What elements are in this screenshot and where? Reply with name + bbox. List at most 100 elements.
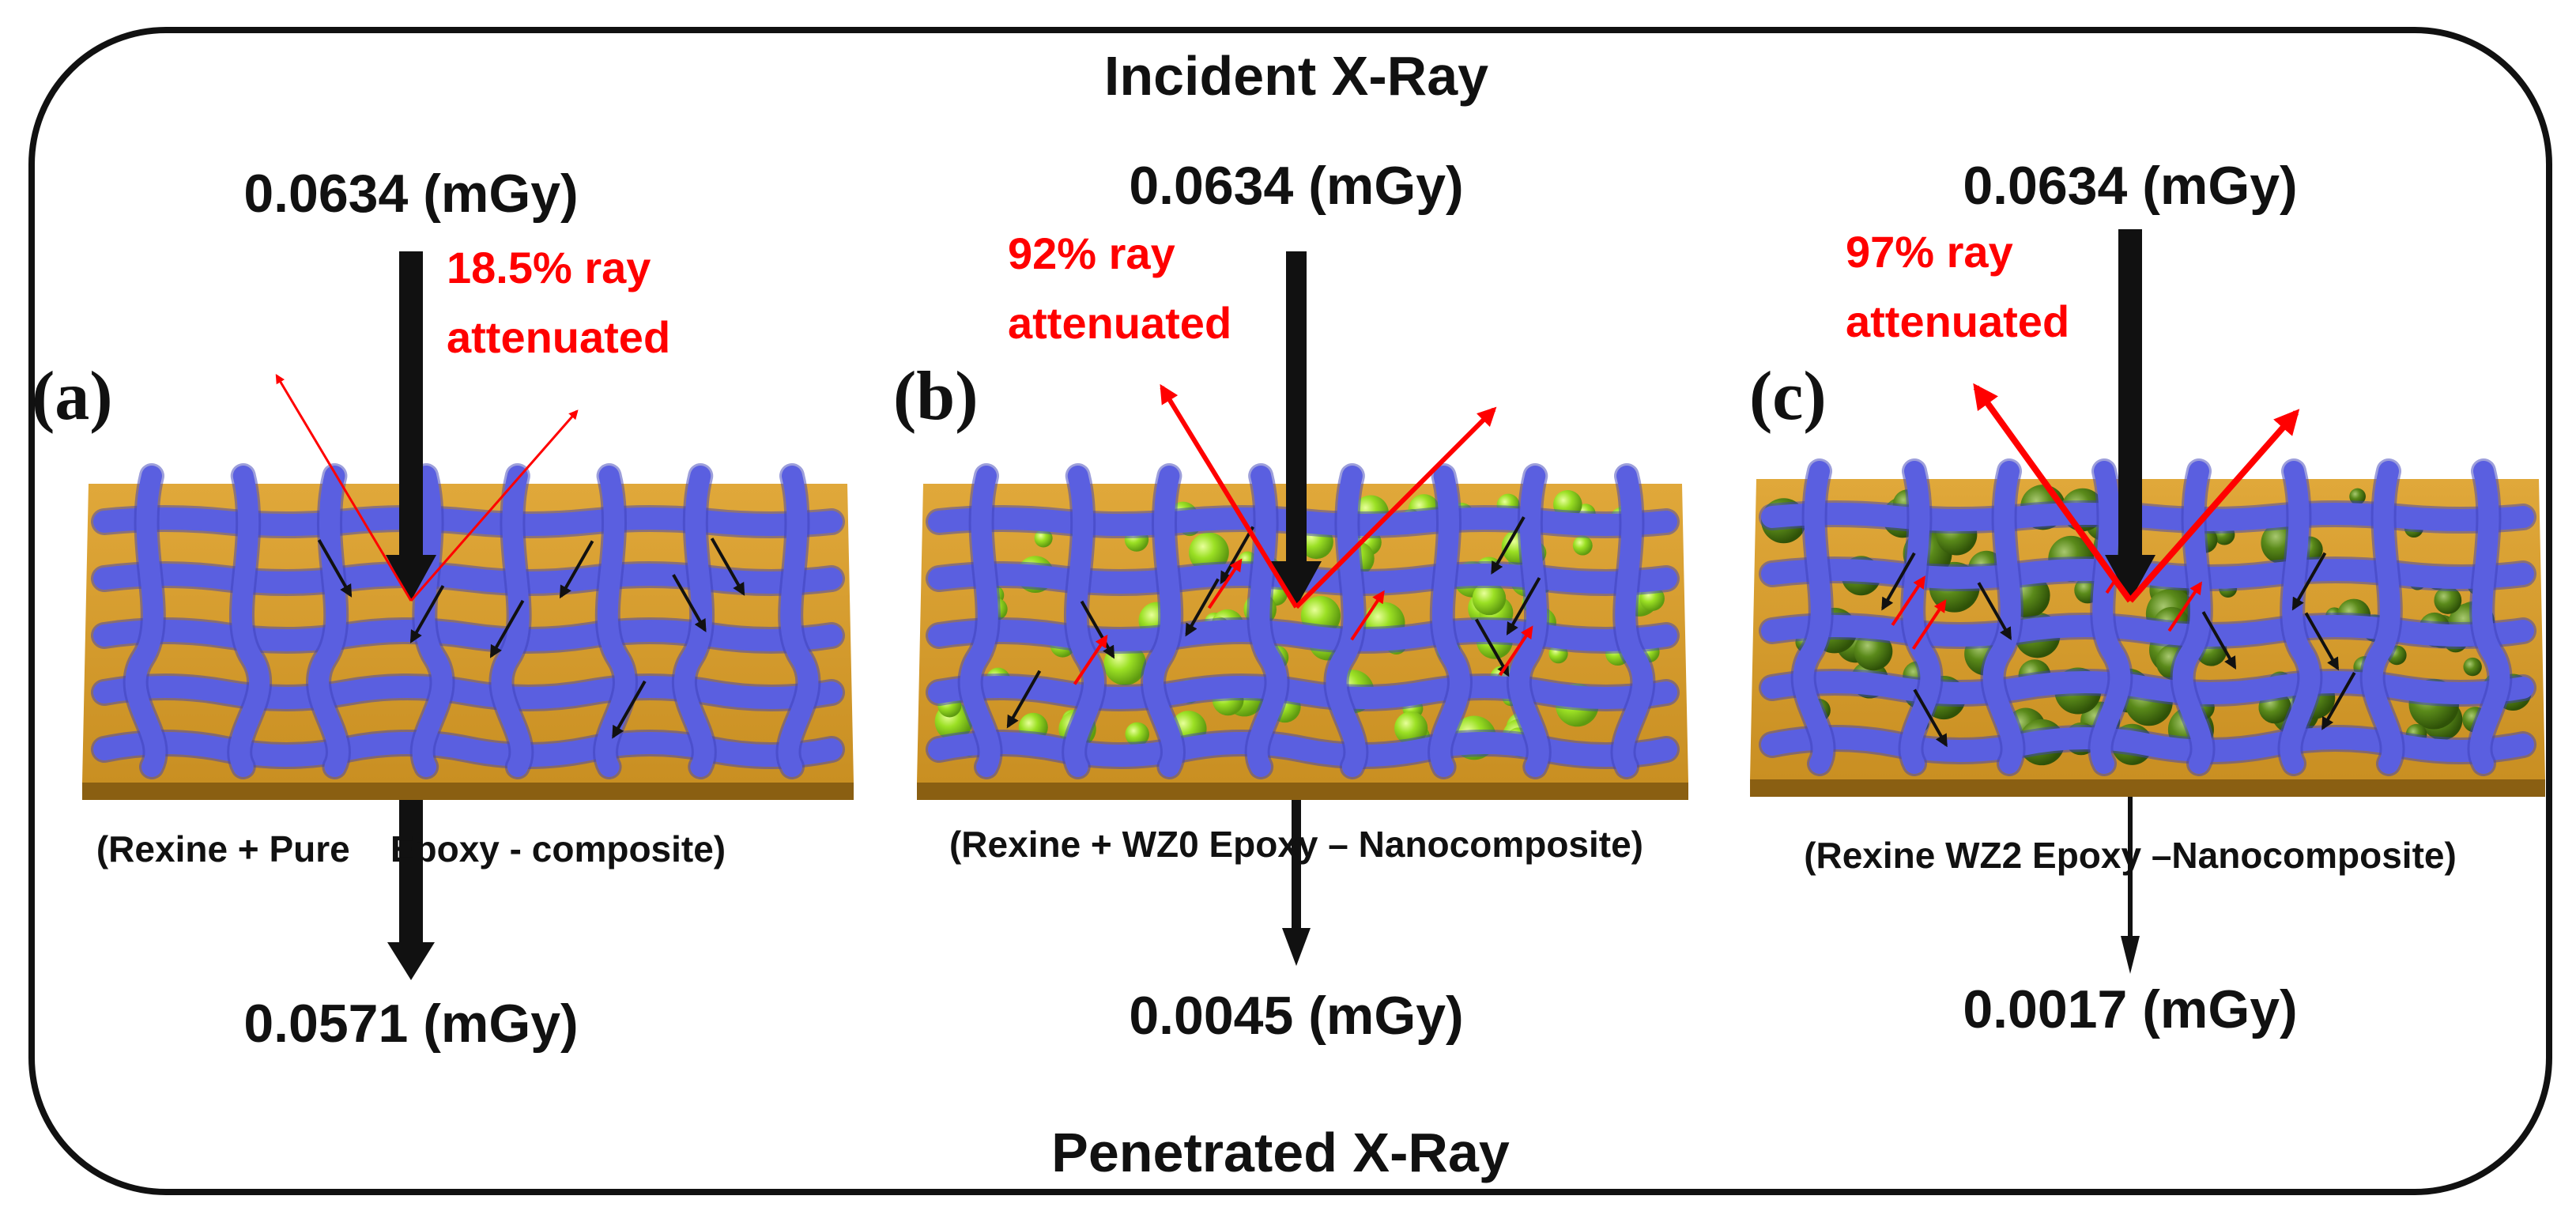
fiber-vertical xyxy=(1508,466,1549,777)
scatter-arrows xyxy=(317,538,745,739)
scatter-arrow xyxy=(1506,577,1541,636)
fiber-horizontal xyxy=(1761,671,2534,704)
fiber-vertical xyxy=(412,466,453,777)
incident-dose: 0.0634 (mGy) xyxy=(243,164,578,224)
plate-edge xyxy=(1750,779,2545,797)
fiber-horizontal xyxy=(93,564,843,594)
fiber-vertical xyxy=(1326,466,1367,777)
material-caption: (Rexine WZ2 Epoxy –Nanocomposite) xyxy=(1804,835,2457,876)
panel-label: (a) xyxy=(32,358,113,435)
scatter-arrow xyxy=(1491,516,1526,575)
scatter-arrow xyxy=(2291,552,2327,611)
incident-arrow-shaft xyxy=(1286,251,1307,564)
penetrated-xray-title: Penetrated X-Ray xyxy=(1051,1122,1510,1183)
fiber-horizontal xyxy=(93,732,843,767)
fiber-horizontal xyxy=(93,507,843,536)
fiber-vertical xyxy=(1430,466,1470,777)
attenuation-percent: 97% ray xyxy=(1846,227,2013,277)
fiber-vertical xyxy=(308,466,349,777)
incident-arrow-head xyxy=(2105,555,2155,601)
nanoparticle xyxy=(2349,488,2366,505)
fiber-vertical xyxy=(2469,461,2510,774)
fiber-vertical xyxy=(778,466,819,777)
fiber-vertical xyxy=(1612,466,1654,777)
nanoparticle xyxy=(1472,581,1507,616)
red-scatter-arrow xyxy=(1891,575,1925,626)
scatter-arrow xyxy=(1185,578,1220,637)
penetrated-dose: 0.0045 (mGy) xyxy=(1129,986,1463,1046)
fiber-vertical xyxy=(2362,461,2403,774)
red-scatter-arrow xyxy=(1911,599,1947,650)
plate-edge xyxy=(82,783,854,800)
panel-label: (c) xyxy=(1749,358,1827,435)
fiber-vertical xyxy=(960,466,1001,777)
scatter-arrow xyxy=(559,540,594,599)
attenuation-word: attenuated xyxy=(1008,298,1231,348)
reflected-ray-right xyxy=(1294,406,1497,609)
fiber-horizontal xyxy=(1761,727,2534,762)
reflected-ray-left xyxy=(1973,383,2133,603)
incident-arrow-shaft xyxy=(2118,229,2142,557)
red-scatter-arrow xyxy=(1499,625,1533,677)
incident-arrow-head xyxy=(386,555,436,601)
incident-xray-title: Incident X-Ray xyxy=(1104,45,1488,107)
reflected-ray-left xyxy=(275,373,413,602)
fiber-vertical xyxy=(125,466,166,777)
attenuation-word: attenuated xyxy=(447,312,670,362)
fiber-vertical xyxy=(1143,466,1183,777)
fiber-horizontal xyxy=(1761,615,2534,647)
scatter-arrow xyxy=(672,574,707,632)
fiber-horizontal xyxy=(1761,503,2534,531)
plate-edge xyxy=(917,783,1688,800)
fiber-vertical xyxy=(595,466,636,777)
panel-label: (b) xyxy=(893,358,979,435)
nanoparticle xyxy=(1125,722,1149,747)
outer-frame xyxy=(28,27,2552,1195)
fiber-vertical xyxy=(2090,461,2131,774)
material-caption: (Rexine + WZ0 Epoxy – Nanocomposite) xyxy=(949,824,1643,865)
fiber-vertical xyxy=(229,466,270,777)
fiber-vertical xyxy=(1982,461,2023,774)
scatter-arrow xyxy=(317,539,353,598)
transmitted-arrow-head xyxy=(2121,936,2140,974)
fiber-vertical xyxy=(673,466,715,777)
reflected-ray-left xyxy=(1160,383,1299,609)
red-scatter-arrow xyxy=(1350,590,1385,641)
attenuation-word: attenuated xyxy=(1846,296,2069,346)
penetrated-dose: 0.0017 (mGy) xyxy=(1963,979,2297,1039)
transmitted-arrow-shaft xyxy=(2128,797,2133,938)
scatter-arrow xyxy=(1881,552,1916,611)
nanoparticle xyxy=(1572,535,1593,556)
scatter-arrow xyxy=(2201,611,2237,670)
fiber-vertical xyxy=(1900,461,1941,774)
panel-c: 0.0634 (mGy)97% rayattenuated(c)(Rexine … xyxy=(1749,156,2545,1039)
material-caption: (Rexine + Pure Epoxy - composite) xyxy=(96,828,726,870)
fiber-vertical xyxy=(1247,466,1288,777)
nanoparticle xyxy=(2434,587,2462,614)
transmitted-arrow-head xyxy=(387,942,435,980)
transmitted-arrow-head xyxy=(1282,928,1311,966)
reflected-ray-right xyxy=(409,409,579,602)
transmitted-arrow-shaft xyxy=(1292,800,1301,930)
fiber-horizontal xyxy=(928,676,1677,709)
scatter-arrow xyxy=(1977,582,2012,641)
penetrated-dose: 0.0571 (mGy) xyxy=(243,994,578,1054)
incident-dose: 0.0634 (mGy) xyxy=(1129,156,1463,216)
scatter-arrow xyxy=(1006,670,1042,729)
panel-b: 0.0634 (mGy) 92% ray attenuated (b) (Rexine … xyxy=(893,156,1688,1046)
attenuation-percent: 92% ray xyxy=(1008,228,1175,278)
scatter-arrow xyxy=(612,680,647,739)
scatter-arrow xyxy=(2321,671,2356,730)
scatter-arrow xyxy=(2304,612,2340,671)
fiber-horizontal xyxy=(928,620,1677,651)
fiber-vertical xyxy=(1064,466,1105,777)
attenuation-percent: 18.5% ray xyxy=(447,243,651,292)
incident-arrow-head xyxy=(1271,561,1322,607)
scatter-arrow xyxy=(1220,526,1254,585)
fiber-horizontal xyxy=(93,676,843,709)
red-scatter-arrow xyxy=(1073,634,1108,685)
nanoparticle xyxy=(2463,657,2482,677)
scatter-arrow xyxy=(710,538,745,596)
